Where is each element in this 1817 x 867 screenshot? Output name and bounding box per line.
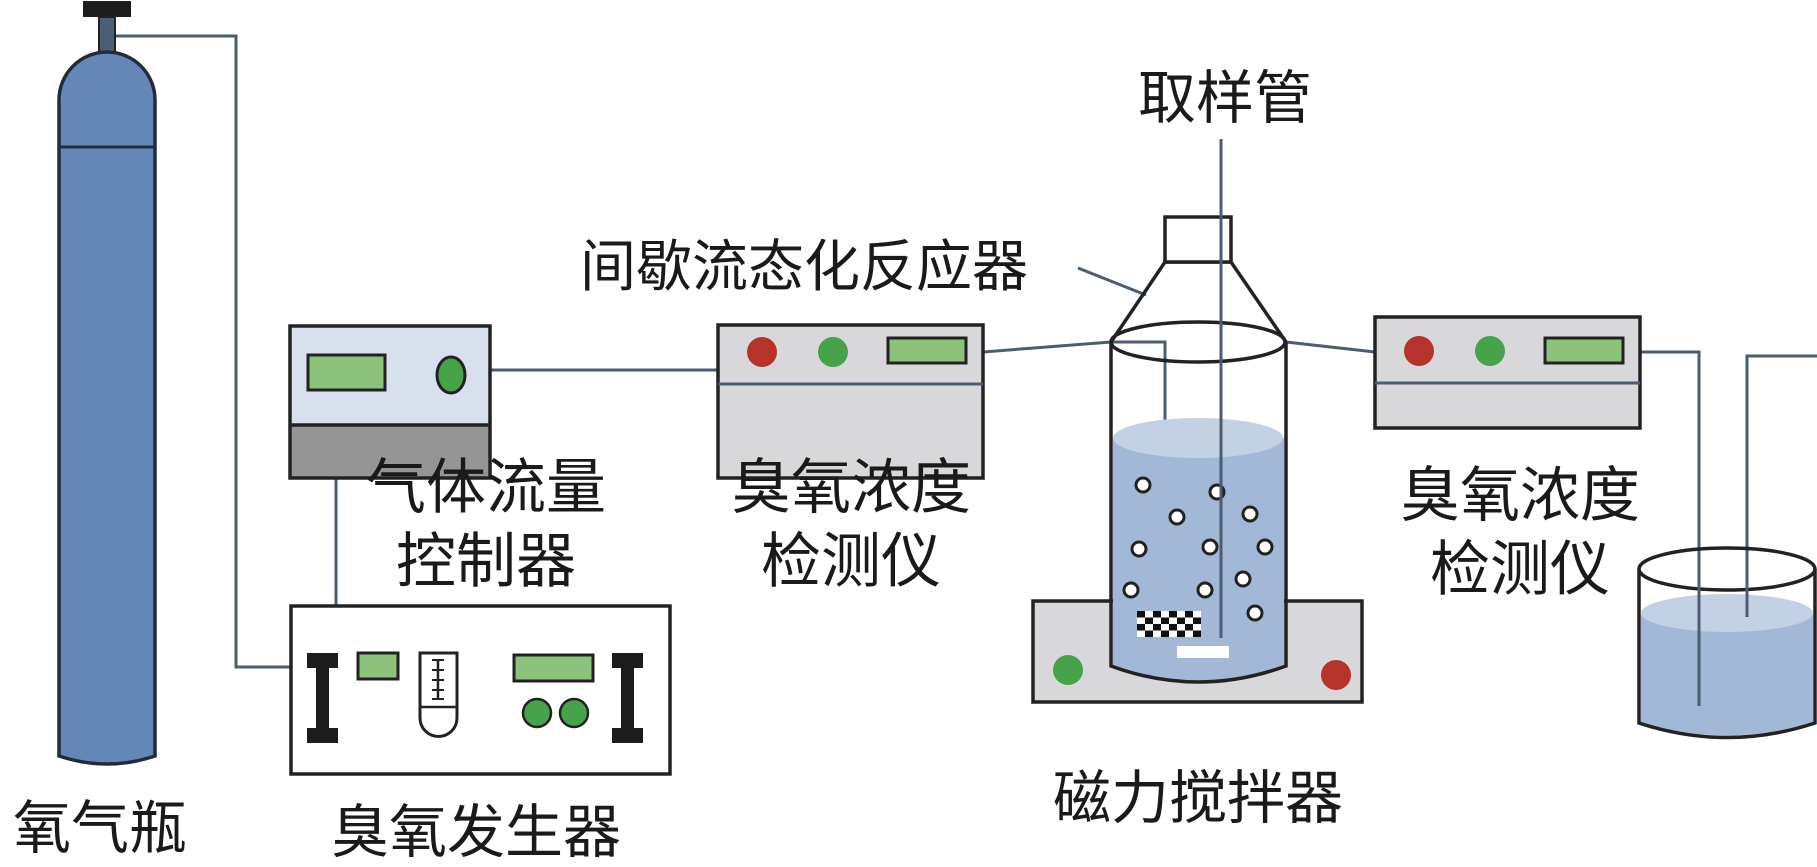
ozone-generator-label: 臭氧发生器 <box>331 798 621 866</box>
bubble <box>1130 540 1148 558</box>
gas-flow-controller-label-line1: 气体流量 <box>366 453 606 523</box>
reactor-cone <box>1109 260 1288 343</box>
detector2-red-indicator <box>1404 336 1434 366</box>
detector1-red-indicator <box>747 337 777 367</box>
generator-main-display <box>512 653 595 683</box>
absorption-beaker <box>1637 546 1817 740</box>
generator-box <box>289 604 672 776</box>
ozone-detector-2-label-line2: 检测仪 <box>1430 535 1610 605</box>
stirrer-green-indicator <box>1053 655 1083 685</box>
ozone-detector-1: 臭氧浓度 检测仪 <box>716 323 985 597</box>
beaker-rim <box>1637 546 1817 592</box>
controller-display <box>306 353 387 392</box>
sampling-tube-label: 取样管 <box>1138 64 1312 132</box>
generator-knob-right <box>558 697 590 729</box>
cylinder-valve-handle <box>83 1 131 17</box>
oxygen-cylinder-label: 氧气瓶 <box>13 794 187 862</box>
bubble <box>1196 581 1214 599</box>
bubble <box>1201 538 1219 556</box>
reactor-liquid-surface <box>1113 418 1283 458</box>
generator-flowmeter-tube <box>418 651 459 738</box>
cylinder-valve-stem <box>98 16 116 55</box>
ozone-detector-2-label-line1: 臭氧浓度 <box>1400 461 1640 531</box>
generator-knob-left <box>521 697 553 729</box>
controller-indicator <box>435 355 467 395</box>
controller-frame <box>288 324 492 480</box>
bubble <box>1134 476 1152 494</box>
pipe-reactor-to-detector2 <box>1285 340 1376 354</box>
pipes <box>115 34 1817 706</box>
ozone-detector-1-label-line2: 检测仪 <box>761 527 941 597</box>
oxygen-cylinder: 氧气瓶 <box>13 1 187 862</box>
detector1-green-indicator <box>818 337 848 367</box>
gas-flow-controller: 气体流量 控制器 <box>288 324 606 597</box>
stirrer-red-indicator <box>1321 660 1351 690</box>
reactor-label: 间歇流态化反应器 <box>580 235 1028 300</box>
generator-right-handle <box>612 653 643 743</box>
gas-flow-controller-label-line2: 控制器 <box>396 527 576 597</box>
pipe-cylinder-to-generator <box>115 34 291 669</box>
pipe-beaker-outlet <box>1745 354 1817 617</box>
bubble <box>1256 538 1274 556</box>
stir-bar-checker <box>1137 611 1201 637</box>
detector2-green-indicator <box>1475 336 1505 366</box>
reactor-liquid <box>1113 438 1284 681</box>
generator-small-display <box>356 651 400 681</box>
controller-bottom-panel <box>290 425 490 478</box>
ozone-detector-2: 臭氧浓度 检测仪 <box>1373 315 1642 605</box>
bubble <box>1234 570 1252 588</box>
bubble <box>1168 508 1186 526</box>
ozone-detector-1-label-line1: 臭氧浓度 <box>731 453 971 523</box>
beaker-liquid-surface <box>1641 594 1813 632</box>
fluidized-reactor: 取样管 间歇流态化反应器 <box>580 64 1312 684</box>
detector1-display <box>886 336 968 365</box>
bubble <box>1241 505 1259 523</box>
cylinder-body <box>57 50 157 766</box>
magnetic-stirrer-label: 磁力搅拌器 <box>1053 764 1343 832</box>
detector2-display <box>1543 336 1625 365</box>
beaker-liquid <box>1641 615 1813 736</box>
beaker-wall <box>1637 569 1817 740</box>
bubble <box>1122 581 1140 599</box>
pipe-detector1-to-reactor <box>982 340 1112 354</box>
reactor-label-leader <box>1077 266 1147 297</box>
reactor-cylinder <box>1109 342 1288 684</box>
bubble <box>1246 604 1264 622</box>
reactor-bubbles <box>1122 476 1274 622</box>
magnetic-stir-bar <box>1177 646 1229 658</box>
detector2-body <box>1373 315 1642 430</box>
generator-left-handle <box>307 653 338 743</box>
ozone-generator: 臭氧发生器 <box>289 604 672 866</box>
